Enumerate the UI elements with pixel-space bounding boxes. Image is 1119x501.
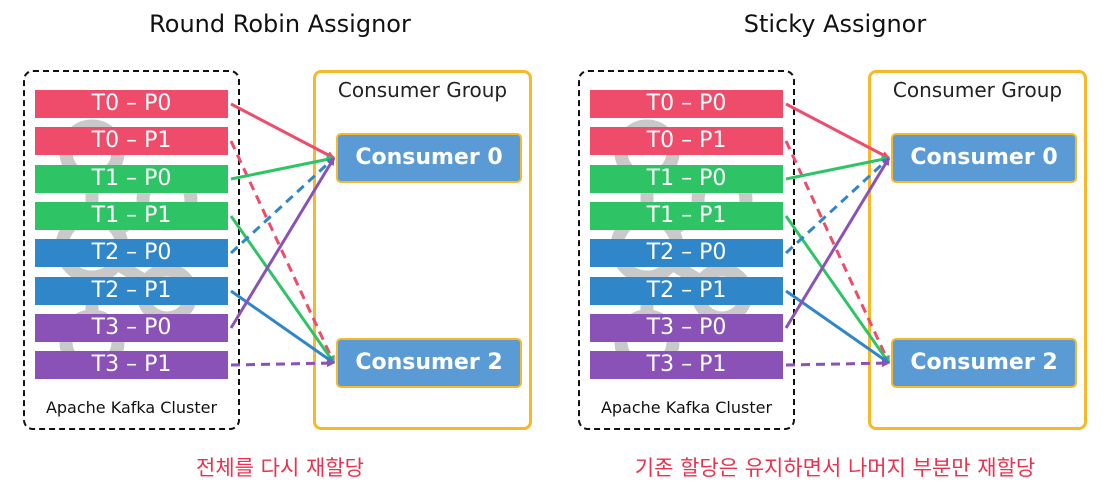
assignment-arrow (785, 359, 890, 368)
assignment-arrow (230, 359, 335, 368)
consumer-group-box (868, 70, 1087, 430)
assignment-arrow (230, 289, 335, 365)
round-robin-panel: Round Robin Assignor T0 – P0 T0 – P1 T1 … (23, 10, 532, 480)
assignment-arrows (784, 102, 891, 368)
assignment-arrow (230, 102, 335, 160)
partition-t0-p1: T0 – P1 (590, 127, 783, 155)
assignment-arrow (785, 155, 890, 181)
panel-note: 전체를 다시 재할당 (196, 456, 364, 480)
partition-t2-p1: T2 – P1 (590, 277, 783, 305)
sticky-panel: Sticky Assignor T0 – P0 T0 – P1 T1 – P0 … (555, 0, 1115, 501)
partition-t2-p1: T2 – P1 (35, 277, 228, 305)
partition-t1-p1: T1 – P1 (590, 202, 783, 230)
consumer-group-box (313, 70, 532, 430)
assignment-arrow (229, 157, 336, 329)
consumer-group-label: Consumer Group (337, 78, 508, 102)
consumer-2: Consumer 2 (891, 338, 1077, 388)
assignment-arrow (785, 102, 890, 160)
assignment-arrow (229, 156, 336, 255)
partition-t3-p0: T3 – P0 (590, 314, 783, 342)
partition-t0-p0: T0 – P0 (590, 90, 783, 118)
partition-t1-p0: T1 – P0 (35, 165, 228, 193)
assignment-arrow (229, 140, 336, 364)
assignment-arrow (784, 215, 891, 364)
assignment-arrow (785, 289, 890, 365)
partition-t1-p0: T1 – P0 (590, 165, 783, 193)
kafka-cluster-box (23, 70, 240, 430)
partition-t2-p0: T2 – P0 (35, 239, 228, 267)
assignment-arrows (229, 102, 336, 368)
partition-t3-p1: T3 – P1 (590, 351, 783, 379)
partition-t0-p0: T0 – P0 (35, 90, 228, 118)
assignment-arrow (784, 156, 891, 255)
cluster-label: Apache Kafka Cluster (45, 398, 218, 417)
partition-t2-p0: T2 – P0 (590, 239, 783, 267)
partition-t3-p1: T3 – P1 (35, 351, 228, 379)
assignment-arrow (229, 215, 336, 364)
partition-t3-p0: T3 – P0 (35, 314, 228, 342)
assignment-arrow (784, 157, 891, 329)
panel-title: Round Robin Assignor (149, 10, 411, 38)
consumer-0: Consumer 0 (891, 133, 1077, 183)
assignment-arrow (784, 140, 891, 364)
partition-t0-p1: T0 – P1 (35, 127, 228, 155)
consumer-group-label: Consumer Group (892, 78, 1063, 102)
cluster-label: Apache Kafka Cluster (600, 398, 773, 417)
panel-note: 기존 할당은 유지하면서 나머지 부분만 재할당 (634, 456, 1036, 480)
partition-t1-p1: T1 – P1 (35, 202, 228, 230)
consumer-2: Consumer 2 (336, 338, 522, 388)
panel-title: Sticky Assignor (743, 10, 927, 38)
kafka-cluster-box (578, 70, 795, 430)
consumer-0: Consumer 0 (336, 133, 522, 183)
assignment-arrow (230, 155, 335, 181)
